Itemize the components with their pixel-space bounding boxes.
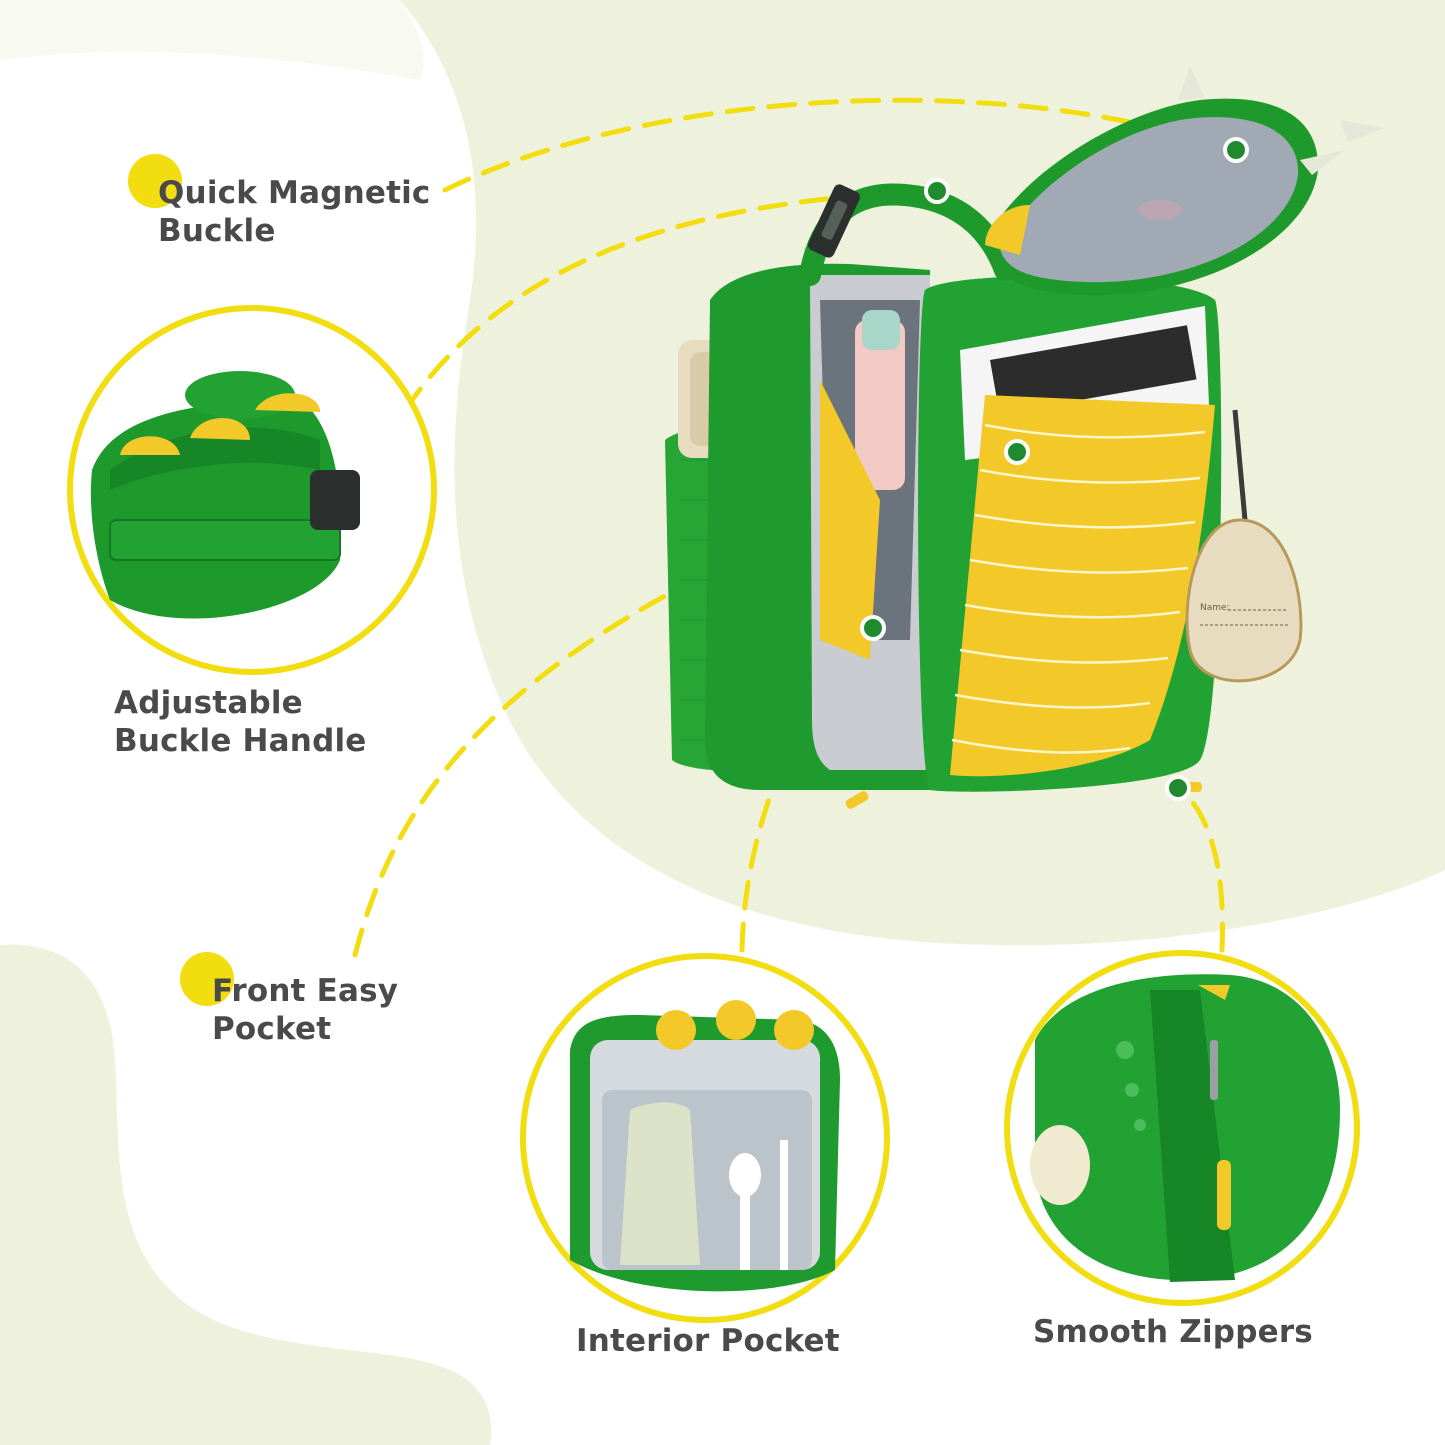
dino-spike-1 (1178, 66, 1205, 100)
zipper-pull (1232, 409, 1248, 521)
label-line: Buckle Handle (114, 723, 367, 759)
label-line: Buckle (158, 213, 276, 249)
callout-dot-lid (1223, 137, 1249, 163)
detail-circle-interior (520, 953, 890, 1323)
connector-smooth-zippers (1177, 785, 1225, 953)
book-illustration (989, 325, 1197, 415)
callout-dot-interior (860, 615, 886, 641)
pocket-stripes (951, 423, 1206, 754)
label-smooth-zippers: Smooth Zippers (1033, 1313, 1313, 1351)
bullet-quick-magnetic-buckle (128, 154, 182, 208)
dino-lid-face (1000, 117, 1299, 283)
label-interior-pocket: Interior Pocket (576, 1322, 840, 1360)
yellow-inner-board (820, 380, 880, 660)
dino-lid-yellow-edge (985, 205, 1030, 255)
bottom-left-background-blob (0, 944, 492, 1445)
connector-adjustable-buckle-handle (402, 189, 938, 413)
label-line: Quick Magnetic (158, 175, 431, 211)
detail-circle-handle (67, 305, 437, 675)
food-container (855, 320, 905, 490)
label-adjustable-buckle-handle: Adjustable Buckle Handle (114, 684, 367, 760)
label-line: Adjustable (114, 685, 303, 721)
label-line: Front Easy (212, 973, 399, 1009)
bullet-front-easy-pocket (180, 952, 234, 1006)
callout-dot-handle (924, 178, 950, 204)
top-left-background-blob (0, 0, 424, 80)
label-front-easy-pocket: Front Easy Pocket (212, 972, 398, 1048)
callout-dot-zippers (1165, 775, 1191, 801)
bottom-zipper-left (845, 791, 869, 809)
detail-circle-zippers (1004, 950, 1360, 1306)
dino-cheek (1138, 200, 1182, 220)
connector-quick-magnetic-buckle (442, 97, 1228, 193)
label-line: Interior Pocket (576, 1323, 840, 1359)
front-yellow-pocket (950, 395, 1215, 777)
dino-spike-2 (1300, 150, 1345, 175)
label-line: Smooth Zippers (1033, 1314, 1313, 1350)
handle-buckle-slot (821, 200, 848, 240)
container-lid (862, 310, 900, 350)
callout-dots (860, 137, 1249, 801)
callout-dot-front-pocket (1004, 439, 1030, 465)
dino-spike-3 (1340, 120, 1385, 142)
connector-front-easy-pocket (352, 449, 1018, 958)
name-tag-label: Name: (1200, 603, 1230, 613)
label-line: Pocket (212, 1011, 332, 1047)
egg-name-tag (1185, 518, 1303, 683)
label-quick-magnetic-buckle: Quick Magnetic Buckle (158, 174, 431, 250)
